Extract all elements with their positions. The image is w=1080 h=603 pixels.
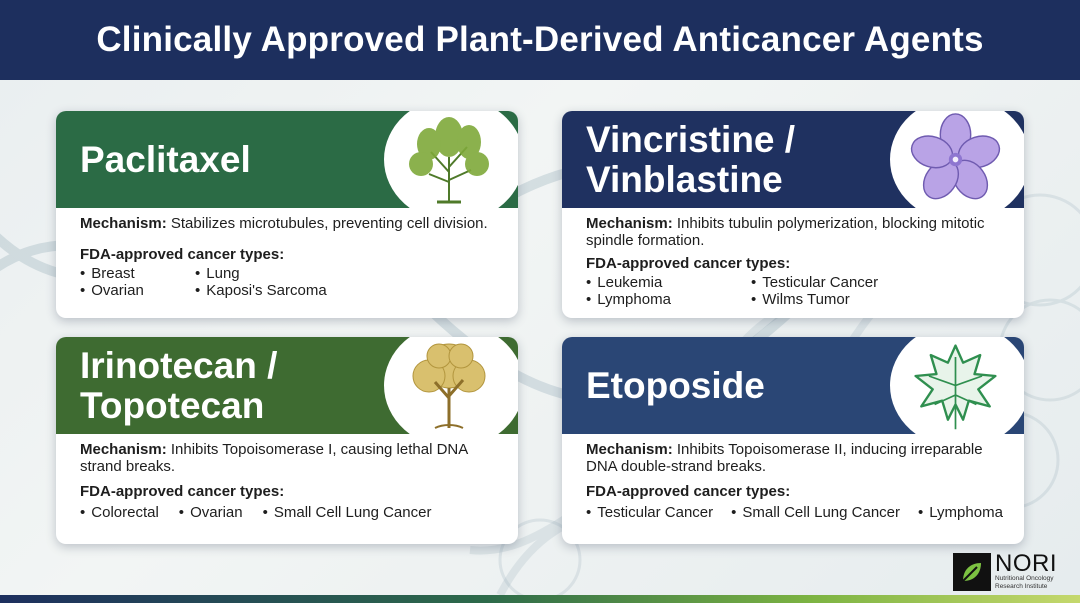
mayapple-leaf-icon bbox=[890, 337, 1024, 448]
header-banner: Clinically Approved Plant-Derived Antica… bbox=[0, 0, 1080, 80]
bottom-accent-bar bbox=[0, 595, 1080, 603]
list-item: Lymphoma bbox=[918, 504, 1003, 521]
logo-text: NORI Nutritional Oncology Research Insti… bbox=[995, 550, 1057, 591]
card-body: Mechanism: Inhibits Topoisomerase I, cau… bbox=[80, 441, 500, 521]
card-body: Mechanism: Stabilizes microtubules, prev… bbox=[80, 215, 500, 299]
cancer-type-list: Colorectal Ovarian Small Cell Lung Cance… bbox=[80, 504, 500, 521]
mechanism: Mechanism: Inhibits tubulin polymerizati… bbox=[586, 215, 985, 249]
list-item: Ovarian bbox=[179, 504, 243, 521]
mechanism: Mechanism: Inhibits Topoisomerase II, in… bbox=[586, 441, 983, 475]
mechanism: Mechanism: Stabilizes microtubules, prev… bbox=[80, 215, 488, 232]
logo-name: NORI bbox=[995, 550, 1057, 577]
camptotheca-tree-icon bbox=[384, 337, 518, 448]
list-item: Leukemia bbox=[586, 274, 751, 291]
fda-label: FDA-approved cancer types: bbox=[80, 246, 285, 263]
card-title: Etoposide bbox=[586, 364, 765, 406]
card-vincristine-vinblastine: Vincristine / Vinblastine Mechanism: Inh… bbox=[562, 111, 1024, 318]
card-body: Mechanism: Inhibits tubulin polymerizati… bbox=[586, 215, 1006, 308]
card-title: Paclitaxel bbox=[80, 138, 251, 180]
list-item: Small Cell Lung Cancer bbox=[731, 504, 900, 521]
cancer-type-list: Testicular Cancer Small Cell Lung Cancer… bbox=[586, 504, 1006, 521]
card-body: Mechanism: Inhibits Topoisomerase II, in… bbox=[586, 441, 1006, 521]
list-item: Wilms Tumor bbox=[751, 291, 971, 308]
mechanism: Mechanism: Inhibits Topoisomerase I, cau… bbox=[80, 441, 468, 475]
fda-label: FDA-approved cancer types: bbox=[80, 483, 285, 500]
list-item: Kaposi's Sarcoma bbox=[195, 282, 415, 299]
leaf-logo-icon bbox=[953, 553, 991, 591]
fda-label: FDA-approved cancer types: bbox=[586, 255, 791, 272]
card-paclitaxel: Paclitaxel Mechanism: Stabilizes microtu… bbox=[56, 111, 518, 318]
list-item: Small Cell Lung Cancer bbox=[263, 504, 432, 521]
periwinkle-flower-icon bbox=[890, 111, 1024, 222]
card-etoposide: Etoposide Mechanism: Inhibits Topoisomer… bbox=[562, 337, 1024, 544]
card-irinotecan-topotecan: Irinotecan / Topotecan Mechanism: Inhibi… bbox=[56, 337, 518, 544]
cancer-type-list: Leukemia Testicular Cancer Lymphoma Wilm… bbox=[586, 274, 1006, 308]
yew-tree-icon bbox=[384, 111, 518, 222]
logo-subtitle-1: Nutritional Oncology bbox=[995, 575, 1054, 582]
cancer-type-list: Breast Lung Ovarian Kaposi's Sarcoma bbox=[80, 265, 500, 299]
list-item: Lymphoma bbox=[586, 291, 751, 308]
card-title: Vincristine / Vinblastine bbox=[586, 118, 796, 200]
page-title: Clinically Approved Plant-Derived Antica… bbox=[96, 20, 984, 59]
card-title: Irinotecan / Topotecan bbox=[80, 344, 278, 426]
nori-logo: NORI Nutritional Oncology Research Insti… bbox=[953, 552, 1068, 592]
list-item: Lung bbox=[195, 265, 415, 282]
list-item: Ovarian bbox=[80, 282, 195, 299]
logo-subtitle-2: Research Institute bbox=[995, 583, 1048, 590]
list-item: Breast bbox=[80, 265, 195, 282]
list-item: Colorectal bbox=[80, 504, 159, 521]
list-item: Testicular Cancer bbox=[586, 504, 713, 521]
fda-label: FDA-approved cancer types: bbox=[586, 483, 791, 500]
list-item: Testicular Cancer bbox=[751, 274, 971, 291]
